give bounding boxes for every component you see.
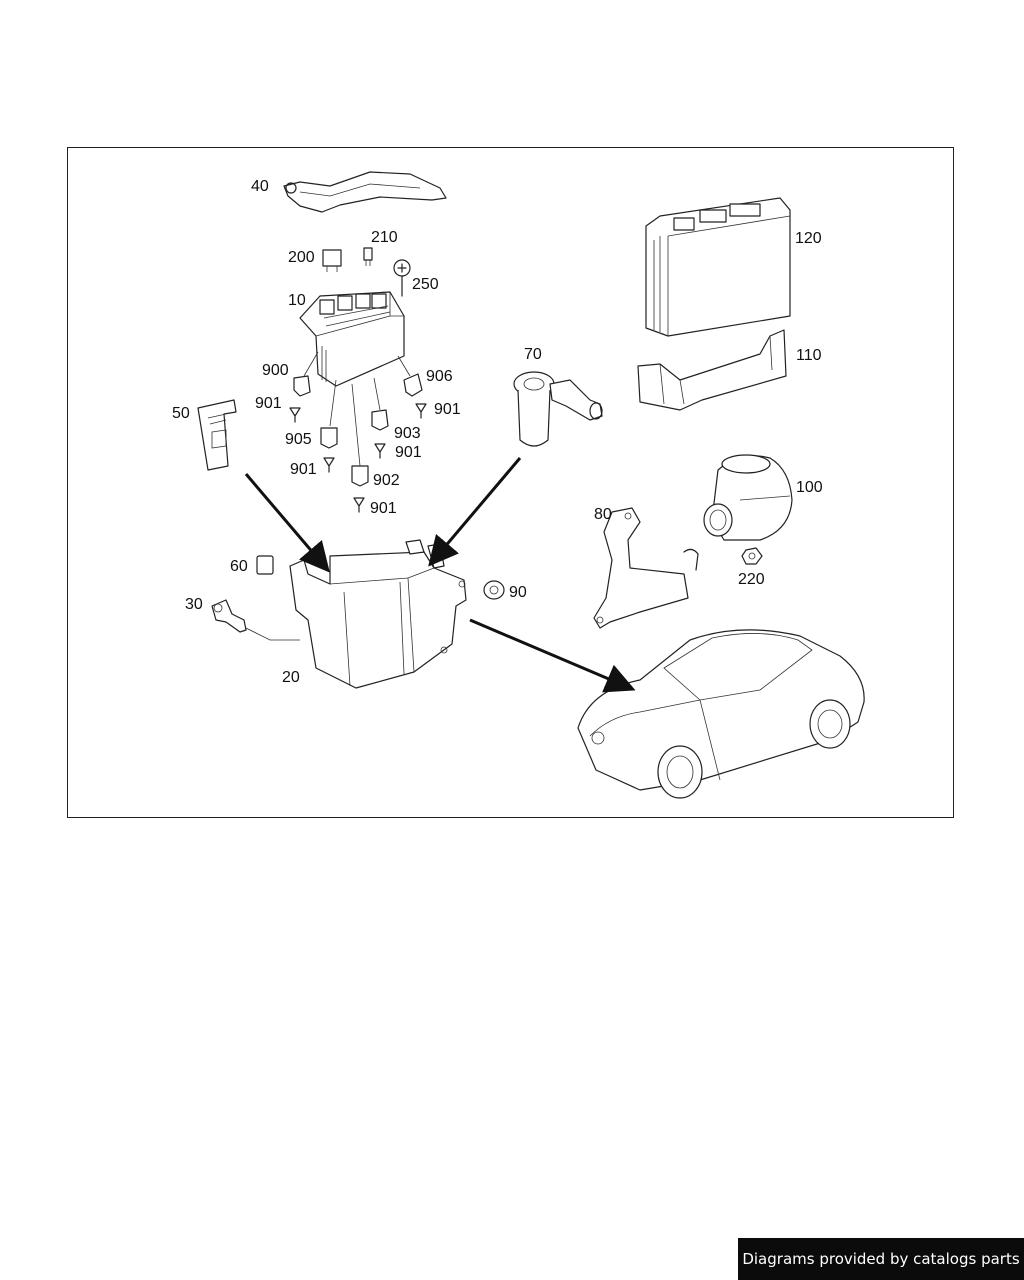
callout-902: 902 <box>373 472 400 489</box>
footer-credit-badge: Diagrams provided by catalogs parts <box>738 1238 1024 1280</box>
callout-903: 903 <box>394 425 421 442</box>
callout-60: 60 <box>230 558 248 575</box>
callout-901-a: 901 <box>255 395 282 412</box>
part-30-sensor[interactable] <box>211 599 300 641</box>
callout-900: 900 <box>262 362 289 379</box>
callout-120: 120 <box>795 230 822 247</box>
connector-903[interactable] <box>371 409 389 431</box>
connector-900[interactable] <box>293 375 311 397</box>
callout-901-d: 901 <box>290 461 317 478</box>
connector-leads <box>303 351 411 467</box>
part-70-pump[interactable] <box>513 371 603 447</box>
callout-905: 905 <box>285 431 312 448</box>
part-80-bracket[interactable] <box>593 507 699 629</box>
callout-90: 90 <box>509 584 527 601</box>
callout-220: 220 <box>738 571 765 588</box>
part-100-horn[interactable] <box>703 454 793 541</box>
callout-906: 906 <box>426 368 453 385</box>
part-110-bracket[interactable] <box>637 329 787 411</box>
diagram-frame <box>67 147 954 818</box>
callout-110: 110 <box>796 347 822 364</box>
part-210-fuse[interactable] <box>363 247 373 266</box>
callout-40: 40 <box>251 178 269 195</box>
part-90-grommet[interactable] <box>483 580 505 600</box>
callout-901-b: 901 <box>434 401 461 418</box>
callout-200: 200 <box>288 249 315 266</box>
callout-210: 210 <box>371 229 398 246</box>
connector-902[interactable] <box>351 465 369 487</box>
callout-100: 100 <box>796 479 823 496</box>
part-120-control-unit[interactable] <box>645 197 791 337</box>
part-40-cover[interactable] <box>283 171 447 213</box>
callout-70: 70 <box>524 346 542 363</box>
callout-50: 50 <box>172 405 190 422</box>
connector-906[interactable] <box>403 373 423 397</box>
callout-labels: 40 200 210 250 10 900 901 906 901 905 90… <box>172 178 823 686</box>
terminal-901-set[interactable] <box>289 403 427 513</box>
part-250-screw[interactable] <box>393 259 411 297</box>
part-200-relay[interactable] <box>322 249 342 272</box>
part-50-panel[interactable] <box>197 399 237 471</box>
part-10-fuse-relay-box[interactable] <box>299 291 405 387</box>
callout-10: 10 <box>288 292 306 309</box>
callout-30: 30 <box>185 596 203 613</box>
callout-250: 250 <box>412 276 439 293</box>
callout-20: 20 <box>282 669 300 686</box>
vehicle-illustration <box>577 629 865 799</box>
connector-905[interactable] <box>320 427 338 449</box>
part-220-nut[interactable] <box>741 547 763 565</box>
part-60-pad[interactable] <box>256 555 274 575</box>
callout-901-e: 901 <box>370 500 397 517</box>
callout-901-c: 901 <box>395 444 422 461</box>
part-20-housing[interactable] <box>289 539 467 689</box>
callout-80: 80 <box>594 506 612 523</box>
footer-credit-text: Diagrams provided by catalogs parts <box>742 1250 1020 1268</box>
assembly-arrows <box>244 457 636 693</box>
